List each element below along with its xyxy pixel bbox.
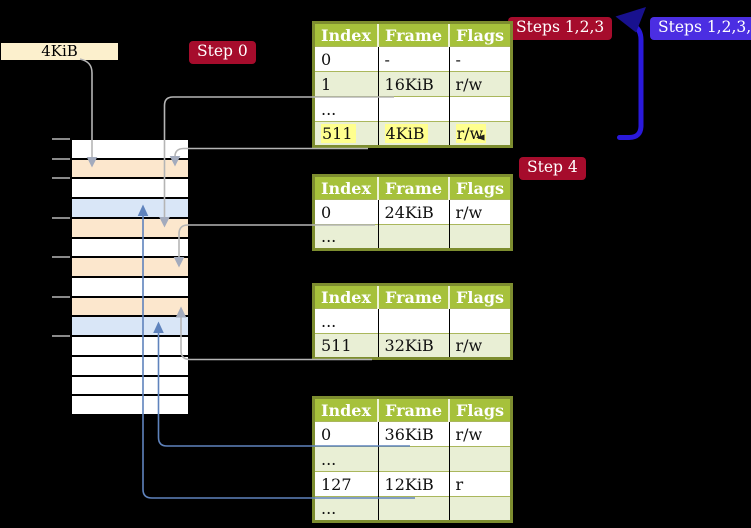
memory-row-white — [72, 179, 188, 200]
memory-row-peach — [72, 218, 188, 239]
table-cell — [377, 496, 450, 522]
memory-row-white — [72, 278, 188, 298]
strip-tick — [52, 295, 70, 298]
table-cell: 4KiB — [377, 121, 450, 147]
column-header-index: Index — [313, 22, 379, 47]
table-cell: 12KiB — [377, 471, 450, 497]
table-cell: 32KiB — [377, 333, 450, 359]
strip-tick — [52, 138, 70, 140]
column-header-flags: Flags — [448, 22, 512, 47]
column-header-frame: Frame — [377, 397, 450, 422]
table-cell: 36KiB — [377, 421, 450, 447]
strip-tick — [52, 335, 70, 338]
strip-tick — [52, 256, 70, 259]
table-cell — [377, 224, 450, 250]
table-cell — [448, 308, 512, 334]
arrow-steps-loop — [615, 7, 646, 140]
physical-memory-strip — [70, 138, 190, 417]
table-row: 0-- — [313, 46, 512, 72]
column-header-index: Index — [313, 397, 379, 422]
column-header-frame: Frame — [377, 175, 450, 200]
table-cell: 511 — [313, 121, 379, 147]
table-cell: 0 — [313, 421, 379, 447]
table-row: ... — [313, 308, 512, 334]
memory-row-peach — [72, 159, 188, 180]
memory-row-white — [72, 376, 188, 397]
table-cell: r/w — [448, 71, 512, 97]
table-cell — [377, 308, 450, 334]
memory-row-white — [72, 140, 188, 160]
step-0-badge: Step 0 — [189, 41, 256, 64]
highlighted-value: 4KiB — [384, 124, 428, 143]
table-cell: 127 — [313, 471, 379, 497]
table-cell: 24KiB — [377, 199, 450, 225]
steps-1234-badge: Steps 1,2,3,4 — [650, 17, 751, 40]
strip-tick — [52, 177, 70, 180]
table-cell — [448, 496, 512, 522]
memory-row-blue — [72, 199, 188, 219]
table-cell: r/w — [448, 333, 512, 359]
table-cell: ... — [313, 224, 379, 250]
table-cell — [377, 96, 450, 122]
step-4-badge: Step 4 — [519, 157, 586, 180]
table-cell: r/w — [448, 421, 512, 447]
table-cell: 0 — [313, 199, 379, 225]
table-row: ... — [313, 496, 512, 522]
table-cell — [377, 446, 450, 472]
strip-tick — [52, 216, 70, 219]
table-cell: r — [448, 471, 512, 497]
table-cell: r/w — [448, 121, 512, 147]
memory-row-blue — [72, 317, 188, 338]
table-row: ... — [313, 446, 512, 472]
column-header-frame: Frame — [377, 22, 450, 47]
column-header-index: Index — [313, 175, 379, 200]
column-header-flags: Flags — [448, 397, 512, 422]
table-cell — [448, 96, 512, 122]
memory-row-white — [72, 238, 188, 259]
strip-tick — [52, 157, 70, 160]
column-header-flags: Flags — [448, 175, 512, 200]
table-cell: 16KiB — [377, 71, 450, 97]
page-size-label: 4KiB — [1, 43, 118, 60]
table-cell: - — [448, 46, 512, 72]
highlighted-value: 511 — [321, 124, 356, 143]
table-cell — [448, 224, 512, 250]
column-header-frame: Frame — [377, 284, 450, 309]
table-cell: ... — [313, 308, 379, 334]
memory-row-peach — [72, 297, 188, 318]
table-cell: ... — [313, 446, 379, 472]
column-header-index: Index — [313, 284, 379, 309]
table-cell — [448, 446, 512, 472]
steps-123-badge: Steps 1,2,3 — [508, 17, 613, 40]
table-cell: 1 — [313, 71, 379, 97]
table-row: 511 4KiB r/w — [313, 121, 512, 147]
arrow-table1-index511-to-strip — [169, 147, 368, 167]
table-row: ... — [313, 96, 512, 122]
memory-row-white — [72, 356, 188, 377]
table-cell: ... — [313, 496, 379, 522]
column-header-flags: Flags — [448, 284, 512, 309]
memory-row-white — [72, 337, 188, 357]
table-cell: r/w — [448, 199, 512, 225]
table-cell: 511 — [313, 333, 379, 359]
memory-row-white — [72, 396, 188, 417]
highlighted-value: r/w — [455, 124, 487, 143]
table-cell: 0 — [313, 46, 379, 72]
table-row: ... — [313, 224, 512, 250]
table-cell: - — [377, 46, 450, 72]
memory-row-peach — [72, 258, 188, 279]
table-cell: ... — [313, 96, 379, 122]
